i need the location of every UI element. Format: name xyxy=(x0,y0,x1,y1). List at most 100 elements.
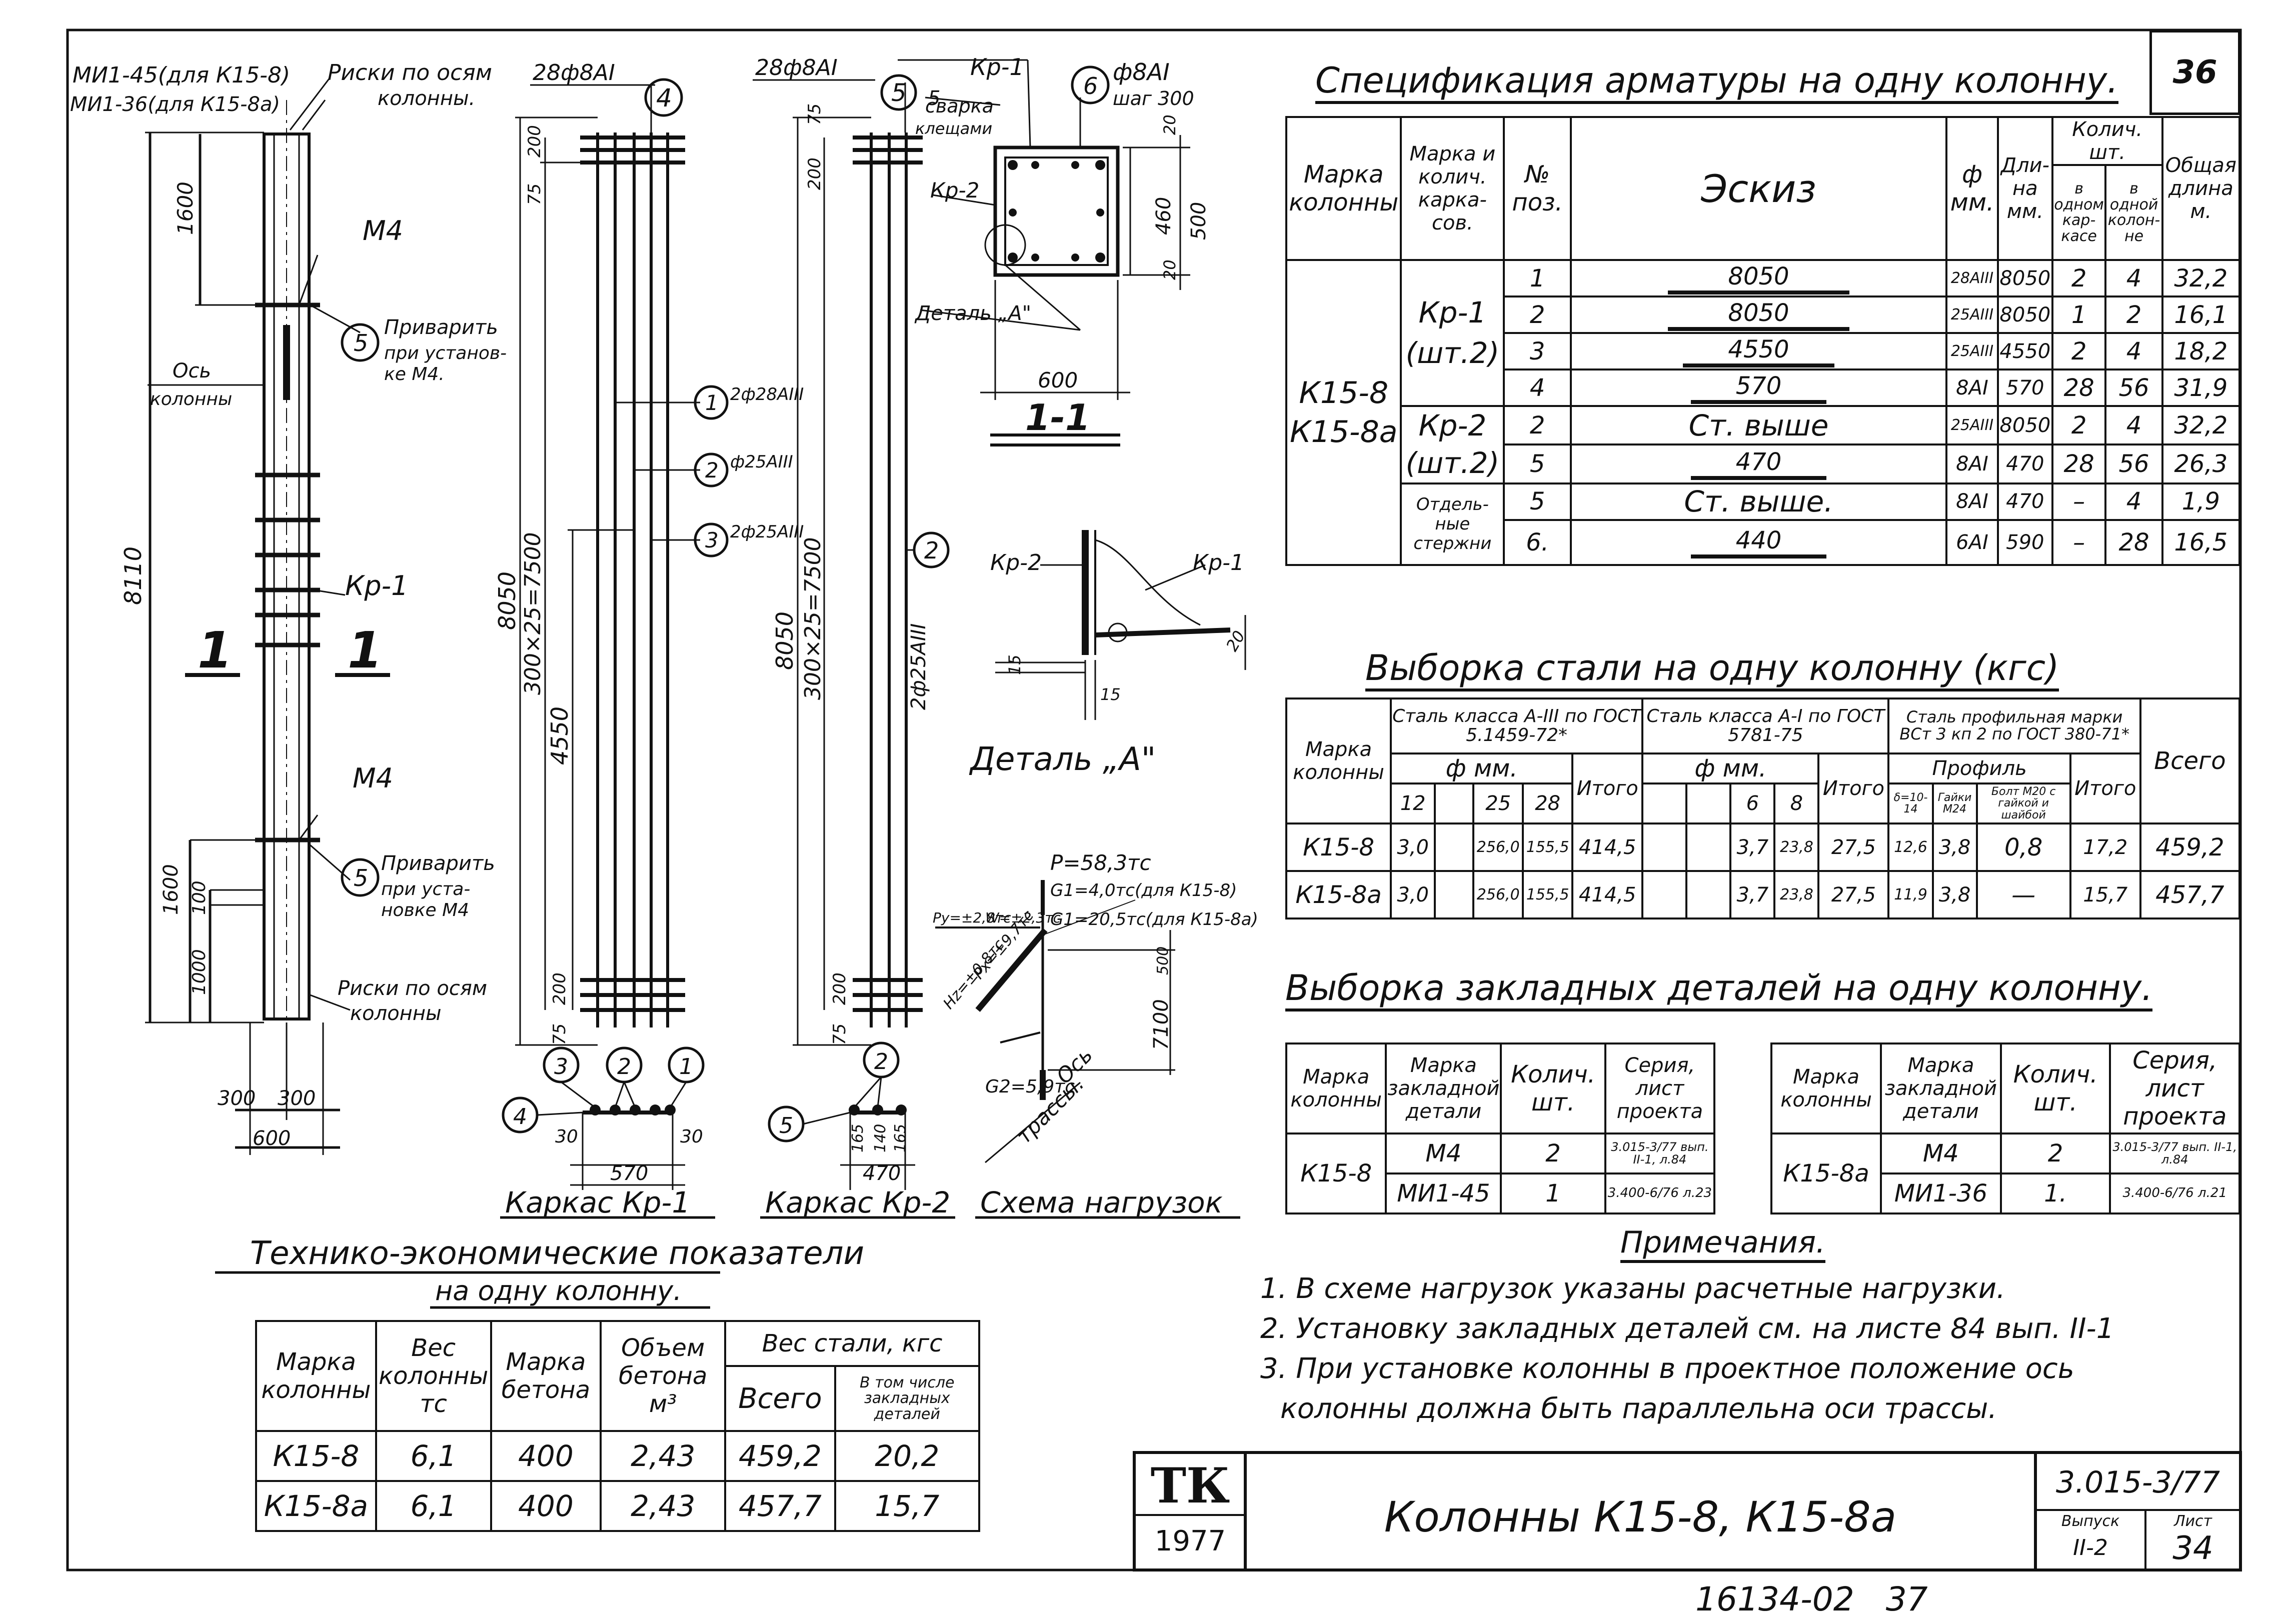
spec-r7-phi: 6АI xyxy=(1945,518,1999,566)
kp1-d75: 75 xyxy=(525,184,545,205)
kp1-caption: Каркас Кр-1 xyxy=(505,1186,690,1220)
spec-r6-phi: 8АI xyxy=(1945,482,1999,521)
tep-r0-v: 2,43 xyxy=(600,1430,727,1482)
axis-1: Ось xyxy=(173,360,211,382)
steel-h-mark: Марка колонны xyxy=(1285,698,1392,824)
s11-detail: Деталь „А" xyxy=(914,302,1031,325)
embed-l-r1-det: МИ1-45 xyxy=(1385,1172,1502,1214)
embed-r-h-mark: Марка колонны xyxy=(1770,1042,1882,1134)
spec-col-marks: К15-8 К15-8а xyxy=(1285,259,1402,566)
spec-h-pos: № поз. xyxy=(1503,116,1572,261)
embed-r-h-det: Марка закладной детали xyxy=(1880,1042,2002,1134)
spec-r3-phi: 8АI xyxy=(1945,368,1999,407)
kp2-call: 2 xyxy=(924,537,939,564)
spec-r0-qf: 2 xyxy=(2051,259,2107,298)
steel-title: Выборка стали на одну колонну (кгс) xyxy=(1365,648,2059,692)
spec-r3-qf: 28 xyxy=(2051,368,2107,407)
steel-r1-p3: — xyxy=(1975,870,2071,920)
steel-r0-e1 xyxy=(1434,822,1475,872)
s11-d20b: 20 xyxy=(1160,260,1179,280)
load-7100: 7100 xyxy=(1150,999,1173,1050)
dim-1600-top: 1600 xyxy=(173,182,198,235)
s11-kp2: Кр-2 xyxy=(930,178,979,202)
dim-1000: 1000 xyxy=(189,949,210,995)
spec-r5-sketch-text: 470 xyxy=(1690,448,1827,480)
s11-weld-1: сварка xyxy=(925,95,994,117)
embed-r-r1-ser: 3.400-6/76 л.21 xyxy=(2109,1172,2240,1214)
steel-h-a1: Сталь класса А-I по ГОСТ 5781-75 xyxy=(1641,698,1890,754)
spec-r0-qc: 4 xyxy=(2104,259,2163,298)
call-1: 1 xyxy=(705,390,719,415)
kp1-d200: 200 xyxy=(525,125,545,158)
tep-r0-mark: К15-8 xyxy=(255,1430,377,1482)
spec-r5-total: 26,3 xyxy=(2161,444,2241,484)
tep-r1-s: 457,7 xyxy=(724,1480,836,1532)
steel-p-strip: δ=10-14 xyxy=(1887,782,1934,824)
note-1: 1. В схеме нагрузок указаны расчетные на… xyxy=(1260,1272,2005,1305)
kp1-4550: 4550 xyxy=(546,706,573,765)
weld-top-num: 5 xyxy=(354,330,368,356)
spec-col-mark-1: К15-8 xyxy=(1299,375,1389,410)
kp2-sec-2: 2 xyxy=(874,1049,888,1074)
spec-title: Спецификация арматуры на одну колонну. xyxy=(1315,60,2118,104)
load-G2: G2=5,9тс xyxy=(985,1076,1075,1097)
steel-d-empty2 xyxy=(1641,782,1688,824)
spec-r3-sketch: 570 xyxy=(1569,368,1948,407)
steel-h-total: Всего xyxy=(2139,698,2241,824)
spec-r5-pos: 5 xyxy=(1503,444,1572,484)
spec-r7-pos: 6. xyxy=(1503,518,1572,566)
steel-r0-e2 xyxy=(1641,822,1688,872)
tep-h-steel: Вес стали, кгс xyxy=(724,1320,980,1367)
steel-d-empty3 xyxy=(1685,782,1732,824)
steel-r1-e3 xyxy=(1685,870,1732,920)
s11-600: 600 xyxy=(1038,368,1078,392)
tep-r1-w: 6,1 xyxy=(375,1480,492,1532)
dim-100: 100 xyxy=(189,880,210,915)
spec-r0-total: 32,2 xyxy=(2161,259,2241,298)
spec-r1-pos: 2 xyxy=(1503,296,1572,334)
kp1-label: Кр-1 xyxy=(345,570,408,602)
spec-r0-sketch-text: 8050 xyxy=(1668,262,1849,294)
s11-d500: 500 xyxy=(1187,202,1210,240)
s11-pos6: 6 xyxy=(1083,72,1098,100)
spec-r6-qc: 4 xyxy=(2104,482,2163,521)
load-caption: Схема нагрузок xyxy=(980,1186,1223,1220)
spec-h-total: Общая длина м. xyxy=(2161,116,2241,261)
spec-r1-phi: 25АIII xyxy=(1945,296,1999,334)
spec-r5-sketch: 470 xyxy=(1569,444,1948,484)
steel-r0-c12: 3,0 xyxy=(1390,822,1436,872)
risk-bot-1: Риски по осям xyxy=(338,977,487,1000)
embed-r-col: К15-8а xyxy=(1770,1132,1882,1214)
spec-col-mark-2: К15-8а xyxy=(1289,414,1398,450)
kp2-8050: 8050 xyxy=(771,612,798,670)
steel-r0-it2: 27,5 xyxy=(1817,822,1890,872)
kp2-165a: 165 xyxy=(849,1124,867,1152)
spec-h-sketch: Эскиз xyxy=(1569,116,1948,261)
axis-2: колонны xyxy=(150,389,232,410)
note-3: 3. При установке колонны в проектное пол… xyxy=(1260,1352,2074,1385)
embed-l-r0-qty: 2 xyxy=(1500,1132,1606,1174)
section-1-left: 1 xyxy=(198,621,233,680)
steel-r0-p2: 3,8 xyxy=(1931,822,1978,872)
weld-top-3: ке М4. xyxy=(384,364,445,384)
call-3-txt: 2ф25АIII xyxy=(730,522,804,542)
tep-r1-c: 400 xyxy=(490,1480,602,1532)
spec-r7-qf: – xyxy=(2051,518,2107,566)
steel-r1-p1: 11,9 xyxy=(1887,870,1934,920)
detA-15a: 15 xyxy=(1005,654,1024,675)
steel-table: Марка колонны Сталь класса А-III по ГОСТ… xyxy=(1285,698,2241,920)
embed-l-r0-det: М4 xyxy=(1385,1132,1502,1174)
kp2-165b: 165 xyxy=(892,1124,909,1152)
steel-r1-c6: 3,7 xyxy=(1729,870,1776,920)
spec-r3-total: 31,9 xyxy=(2161,368,2241,407)
spec-r4-total: 32,2 xyxy=(2161,404,2241,446)
spec-r1-qf: 1 xyxy=(2051,296,2107,334)
spec-r4-phi: 25АIII xyxy=(1945,404,1999,446)
load-G1b: G1=20,5тс(для К15-8а) xyxy=(1050,910,1258,930)
steel-r1-it1: 414,5 xyxy=(1571,870,1644,920)
spec-r0-pos: 1 xyxy=(1503,259,1572,298)
tep-h-mark: Марка колонны xyxy=(255,1320,377,1432)
section-1-right: 1 xyxy=(348,621,383,680)
call-1-txt: 2ф28АIII xyxy=(730,384,804,404)
embed-r-r1-det: МИ1-36 xyxy=(1880,1172,2002,1214)
